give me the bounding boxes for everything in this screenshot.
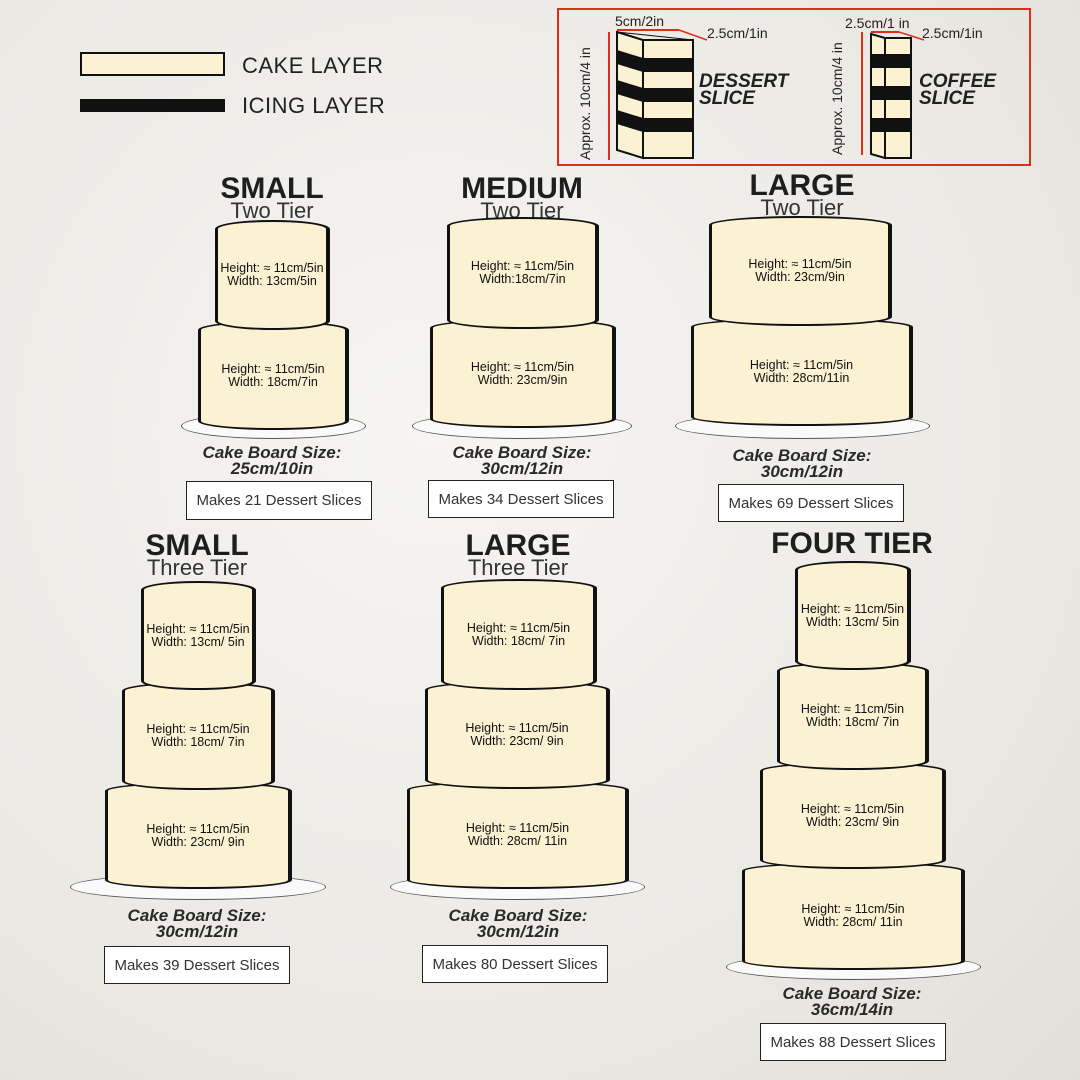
icing-layer-label: ICING LAYER xyxy=(242,93,386,118)
tier-dimension-text: Height: ≈ 11cm/5in xyxy=(146,722,250,736)
dessert-slice-icon xyxy=(608,29,708,160)
dessert-slice-count: Makes 88 Dessert Slices xyxy=(760,1023,946,1061)
cake-board-size: Cake Board Size:30cm/12in xyxy=(388,906,648,941)
board-size-value: 25cm/10in xyxy=(230,459,314,478)
cake-title: FOUR TIER xyxy=(771,527,933,560)
tier-dimension-text: Width: 18cm/ 7in xyxy=(471,633,566,648)
tier-dimension-text: Width: 18cm/ 7in xyxy=(151,735,245,749)
tier-dimension-text: Height: ≈ 11cm/5in xyxy=(220,261,324,275)
tier-dimension-text: Height: ≈ 11cm/5in xyxy=(221,361,325,376)
coffee-width-label: 2.5cm/1 in xyxy=(845,15,910,31)
board-size-label: Cake Board Size: xyxy=(127,906,267,925)
tier-dimension-text: Height: ≈ 11cm/5in xyxy=(800,702,905,716)
tier-dimension-text: Width:18cm/7in xyxy=(479,272,566,286)
tier-dimension-text: Width: 28cm/ 11in xyxy=(467,834,568,848)
coffee-slice-icon xyxy=(861,31,925,160)
board-size-value: 30cm/12in xyxy=(476,922,560,941)
tier-dimension-text: Height: ≈ 11cm/5in xyxy=(801,902,905,916)
cake-subtitle: Two Tier xyxy=(480,198,564,223)
dessert-depth-label: 2.5cm/1in xyxy=(707,25,768,41)
slice-illustrations xyxy=(608,29,925,160)
board-size-value: 30cm/12in xyxy=(760,462,844,481)
dessert-slice-count: Makes 34 Dessert Slices xyxy=(428,480,614,518)
cake-board-size: Cake Board Size:36cm/14in xyxy=(722,984,982,1019)
dessert-slice-count: Makes 69 Dessert Slices xyxy=(718,484,904,522)
tier-dimension-text: Width: 23cm/ 9in xyxy=(151,834,245,849)
coffee-depth-label: 2.5cm/1in xyxy=(922,25,983,41)
cake-title: MEDIUM xyxy=(461,172,583,205)
tier-dimension-text: Width: 28cm/ 11in xyxy=(803,915,903,929)
cake-subtitle: Three Tier xyxy=(467,555,569,580)
tier-dimension-text: Width: 23cm/9in xyxy=(477,372,568,387)
dessert-slice-count: Makes 80 Dessert Slices xyxy=(422,945,608,983)
tier-dimension-text: Width: 23cm/ 9in xyxy=(470,734,564,748)
icing-layer-swatch xyxy=(80,99,225,112)
tier-dimension-text: Height: ≈ 11cm/5in xyxy=(465,821,570,835)
board-size-value: 30cm/12in xyxy=(155,922,239,941)
cake-layer-swatch xyxy=(80,52,225,76)
tier-dimension-text: Height: ≈ 11cm/5in xyxy=(465,721,569,735)
cake-subtitle: Two Tier xyxy=(760,195,844,220)
tier-dimension-text: Height: ≈ 11cm/5in xyxy=(800,601,905,616)
tier-dimension-text: Width: 13cm/5in xyxy=(227,274,317,288)
tier-dimension-text: Width: 13cm/ 5in xyxy=(151,634,245,649)
tier-dimension-text: Height: ≈ 11cm/5in xyxy=(749,358,854,372)
dessert-slice-count: Makes 21 Dessert Slices xyxy=(186,481,372,520)
tier-dimension-text: Width: 18cm/ 7in xyxy=(805,715,900,729)
cake-board-size: Cake Board Size:25cm/10in xyxy=(142,443,402,478)
tier-dimension-text: Width: 28cm/11in xyxy=(753,371,850,385)
cake-title: LARGE xyxy=(749,169,855,202)
board-size-value: 36cm/14in xyxy=(810,1000,894,1019)
tier-dimension-text: Width: 23cm/ 9in xyxy=(805,814,900,829)
board-size-label: Cake Board Size: xyxy=(448,906,588,925)
dessert-slice-count: Makes 39 Dessert Slices xyxy=(104,946,290,984)
dessert-width-label: 5cm/2in xyxy=(615,13,665,29)
coffee-height-label: Approx. 10cm/4 in xyxy=(829,42,845,155)
cake-title: LARGE xyxy=(465,529,571,562)
cake-board-size: Cake Board Size:30cm/12in xyxy=(67,906,327,941)
tier-dimension-text: Height: ≈ 11cm/5in xyxy=(470,359,575,374)
cake-subtitle: Two Tier xyxy=(230,198,314,223)
tier-dimension-text: Width: 18cm/7in xyxy=(228,374,318,389)
tier-dimension-text: Width: 13cm/ 5in xyxy=(805,614,900,629)
tier-dimension-text: Width: 23cm/9in xyxy=(755,270,845,284)
board-size-label: Cake Board Size: xyxy=(452,443,592,462)
cake-board-size: Cake Board Size:30cm/12in xyxy=(392,443,652,478)
board-size-label: Cake Board Size: xyxy=(782,984,922,1003)
cake-title: SMALL xyxy=(145,529,249,562)
tier-dimension-text: Height: ≈ 11cm/5in xyxy=(800,801,905,816)
tier-dimension-text: Height: ≈ 11cm/5in xyxy=(146,821,250,836)
board-size-label: Cake Board Size: xyxy=(202,443,342,462)
dessert-height-label: Approx. 10cm/4 in xyxy=(577,47,593,160)
tier-dimension-text: Height: ≈ 11cm/5in xyxy=(470,259,575,273)
cake-layer-label: CAKE LAYER xyxy=(242,53,384,78)
tier-dimension-text: Height: ≈ 11cm/5in xyxy=(146,621,250,636)
slice-guide-box: Approx. 10cm/4 in 5cm/2in 2.5cm/1in DESS… xyxy=(557,8,1031,166)
cake-title: SMALL xyxy=(220,172,324,205)
board-size-value: 30cm/12in xyxy=(480,459,564,478)
board-size-label: Cake Board Size: xyxy=(732,446,872,465)
cake-board-size: Cake Board Size:30cm/12in xyxy=(672,446,932,481)
cake-subtitle: Three Tier xyxy=(146,555,248,580)
tier-dimension-text: Height: ≈ 11cm/5in xyxy=(466,620,571,635)
tier-dimension-text: Height: ≈ 11cm/5in xyxy=(748,257,852,271)
